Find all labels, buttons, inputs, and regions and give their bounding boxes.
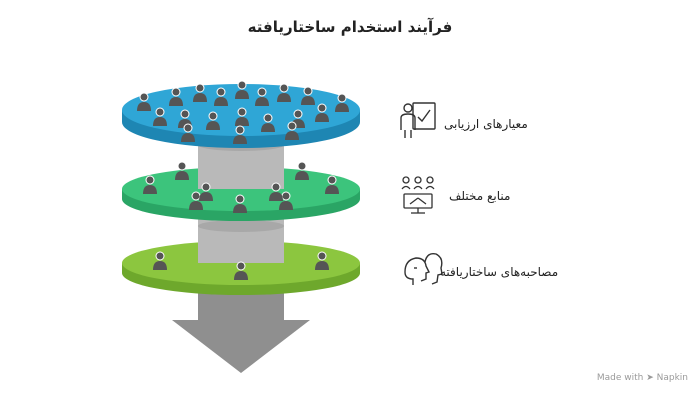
person-icon — [143, 175, 157, 194]
person-icon — [233, 125, 247, 144]
stage-disk-1 — [122, 80, 360, 148]
evaluator-checklist-icon — [400, 102, 436, 138]
stage-disk-2 — [122, 139, 360, 221]
down-arrow — [172, 270, 310, 373]
person-icon — [169, 87, 183, 106]
person-icon — [233, 194, 247, 213]
person-icon — [199, 182, 213, 201]
person-icon — [175, 161, 189, 180]
stage-label-1: معیارهای ارزیابی — [444, 117, 528, 131]
person-icon — [315, 103, 329, 122]
diagram-title: فرآیند استخدام ساختاریافته — [247, 18, 453, 36]
person-icon — [235, 107, 249, 126]
person-icon — [235, 80, 249, 99]
person-icon — [325, 175, 339, 194]
person-icon — [277, 83, 291, 102]
person-icon — [234, 261, 248, 280]
person-icon — [255, 87, 269, 106]
group-network-icon — [401, 176, 435, 214]
two-heads-talking-icon — [404, 252, 443, 285]
person-icon — [181, 123, 195, 142]
person-icon — [206, 111, 220, 130]
stage-label-3: مصاحبه‌های ساختاریافته — [440, 265, 559, 279]
person-icon — [153, 251, 167, 270]
person-icon — [193, 83, 207, 102]
person-icon — [269, 182, 283, 201]
person-icon — [295, 161, 309, 180]
person-icon — [153, 107, 167, 126]
person-icon — [137, 92, 151, 111]
person-icon — [261, 113, 275, 132]
stage-label-2: منابع مختلف — [449, 189, 511, 203]
person-icon — [279, 191, 293, 210]
person-icon — [285, 121, 299, 140]
person-icon — [214, 87, 228, 106]
person-icon — [189, 191, 203, 210]
person-icon — [301, 86, 315, 105]
napkin-watermark: Made with ➤ Napkin — [596, 373, 688, 383]
person-icon — [335, 93, 349, 112]
person-icon — [315, 251, 329, 270]
stage-disk-3 — [122, 220, 360, 295]
person-icon — [291, 109, 305, 128]
